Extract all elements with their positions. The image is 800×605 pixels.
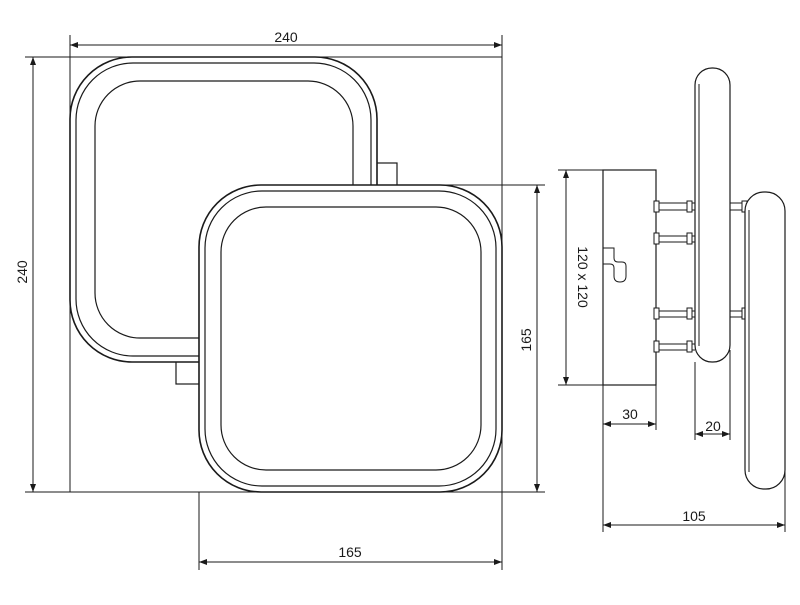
dimension-plate-depth xyxy=(602,380,657,430)
dimension-top-width-label: 240 xyxy=(274,29,298,45)
front-ring-profile xyxy=(694,67,731,363)
dimension-ring-depth xyxy=(694,350,731,440)
dimension-left-height xyxy=(25,56,70,493)
dimension-mount-size xyxy=(558,169,603,386)
dimension-bottom-width-label: 165 xyxy=(338,544,362,560)
dimension-top-width xyxy=(69,35,503,57)
dimension-plate-depth-label: 30 xyxy=(622,406,638,422)
dimension-bottom-width xyxy=(198,492,503,570)
dimension-left-height-label: 240 xyxy=(14,260,30,284)
dimension-mount-size-label: 120 x 120 xyxy=(575,246,591,308)
ring-lower-right xyxy=(198,184,503,493)
keyhole-slot xyxy=(603,247,627,283)
dimension-total-depth xyxy=(602,385,786,532)
dimension-right-height xyxy=(399,184,545,493)
dimension-right-height-label: 165 xyxy=(518,328,534,352)
rear-ring-profile xyxy=(744,191,786,490)
dimension-ring-depth-label: 20 xyxy=(705,418,721,434)
dimension-total-depth-label: 105 xyxy=(682,508,706,524)
wall-plate xyxy=(602,169,657,386)
front-view: 240 240 165 165 xyxy=(14,29,545,570)
side-view: 120 x 120 30 20 105 xyxy=(558,67,786,532)
